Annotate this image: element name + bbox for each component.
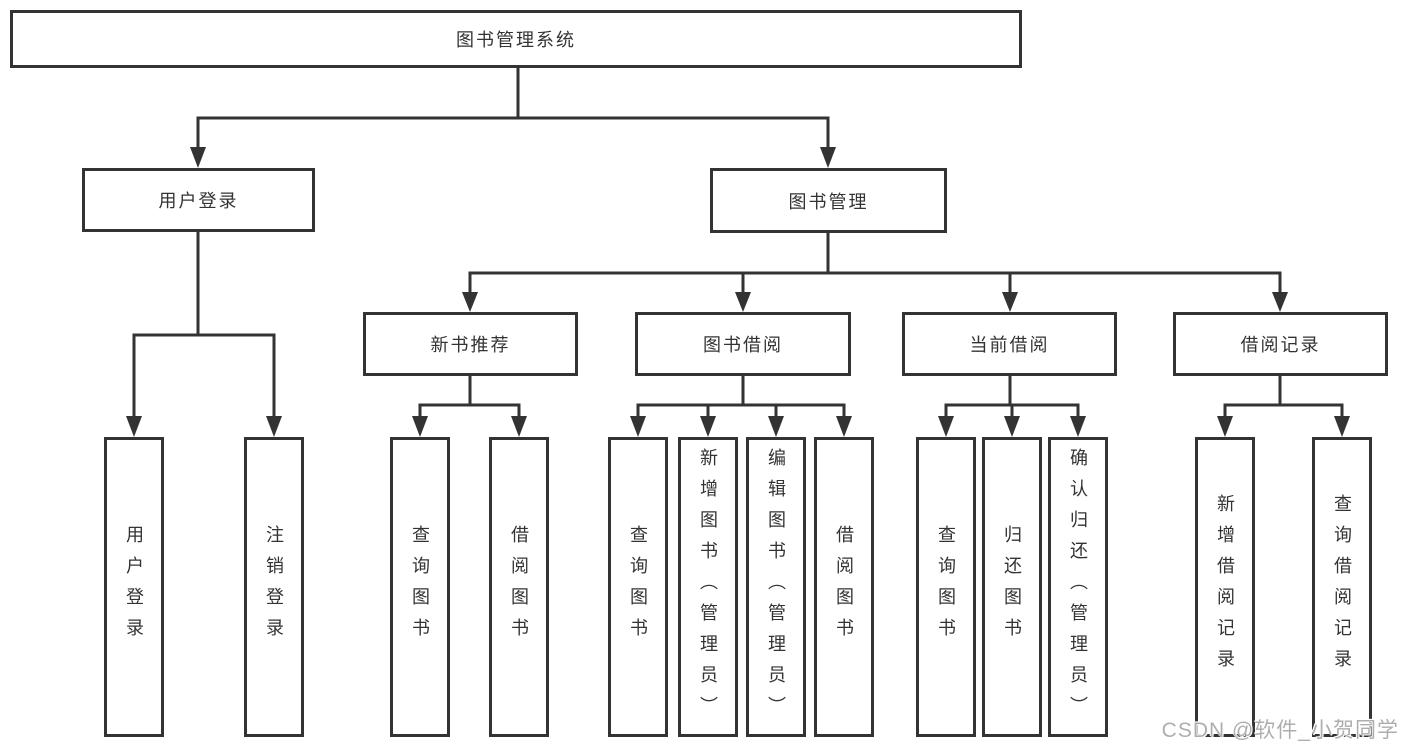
leaf-borrow-query-books-label: 查询图书 xyxy=(628,525,648,649)
leaf-borrow-edit-books-admin: 编辑图书（管理员） xyxy=(746,437,806,737)
leaf-current-query-books-label: 查询图书 xyxy=(936,525,956,649)
connector-borrow-group xyxy=(636,376,846,419)
node-new-book-recommend: 新书推荐 xyxy=(363,312,578,376)
leaf-current-return-books: 归还图书 xyxy=(982,437,1042,737)
connector-mgmt-group xyxy=(468,233,1282,295)
leaf-logout: 注销登录 xyxy=(244,437,304,737)
leaf-borrow-borrow-books-label: 借阅图书 xyxy=(834,525,854,649)
node-root-label: 图书管理系统 xyxy=(456,30,576,50)
node-book-borrow: 图书借阅 xyxy=(635,312,851,376)
connector-recommend-group xyxy=(418,376,521,419)
leaf-user-login-label: 用户登录 xyxy=(124,525,144,649)
leaf-logout-label: 注销登录 xyxy=(264,525,284,649)
node-borrow-records: 借阅记录 xyxy=(1173,312,1388,376)
node-book-management-label: 图书管理 xyxy=(788,191,869,212)
node-root: 图书管理系统 xyxy=(10,10,1022,68)
csdn-watermark: CSDN @软件_小贺同学 xyxy=(1161,719,1399,742)
leaf-recommend-borrow-books: 借阅图书 xyxy=(489,437,549,737)
leaf-records-add-record-label: 新增借阅记录 xyxy=(1215,494,1235,680)
leaf-records-add-record: 新增借阅记录 xyxy=(1195,437,1255,737)
leaf-current-query-books: 查询图书 xyxy=(916,437,976,737)
leaf-borrow-query-books: 查询图书 xyxy=(608,437,668,737)
leaf-borrow-edit-books-admin-label: 编辑图书（管理员） xyxy=(766,447,786,727)
leaf-current-return-books-label: 归还图书 xyxy=(1002,525,1022,649)
leaf-current-confirm-return-admin-label: 确认归还（管理员） xyxy=(1068,447,1088,727)
node-borrow-records-label: 借阅记录 xyxy=(1240,335,1321,355)
node-current-borrow: 当前借阅 xyxy=(902,312,1117,376)
connector-root xyxy=(196,68,830,150)
leaf-user-login: 用户登录 xyxy=(104,437,164,737)
leaf-recommend-borrow-books-label: 借阅图书 xyxy=(509,525,529,649)
leaf-borrow-add-books-admin-label: 新增图书（管理员） xyxy=(698,447,718,727)
leaf-records-query-record-label: 查询借阅记录 xyxy=(1332,494,1352,680)
connector-login-group xyxy=(132,232,276,419)
connector-current-group xyxy=(944,376,1080,419)
leaf-borrow-add-books-admin: 新增图书（管理员） xyxy=(678,437,738,737)
leaf-borrow-borrow-books: 借阅图书 xyxy=(814,437,874,737)
leaf-recommend-query-books-label: 查询图书 xyxy=(410,525,430,649)
leaf-current-confirm-return-admin: 确认归还（管理员） xyxy=(1048,437,1108,737)
node-new-book-recommend-label: 新书推荐 xyxy=(430,335,511,355)
node-current-borrow-label: 当前借阅 xyxy=(969,335,1050,355)
arrowheads xyxy=(126,147,1350,437)
node-book-borrow-label: 图书借阅 xyxy=(703,335,783,355)
leaf-records-query-record: 查询借阅记录 xyxy=(1312,437,1372,737)
node-book-management: 图书管理 xyxy=(710,168,947,233)
leaf-recommend-query-books: 查询图书 xyxy=(390,437,450,737)
node-user-login: 用户登录 xyxy=(82,168,315,232)
connector-records-group xyxy=(1223,376,1344,419)
node-user-login-label: 用户登录 xyxy=(158,191,239,211)
